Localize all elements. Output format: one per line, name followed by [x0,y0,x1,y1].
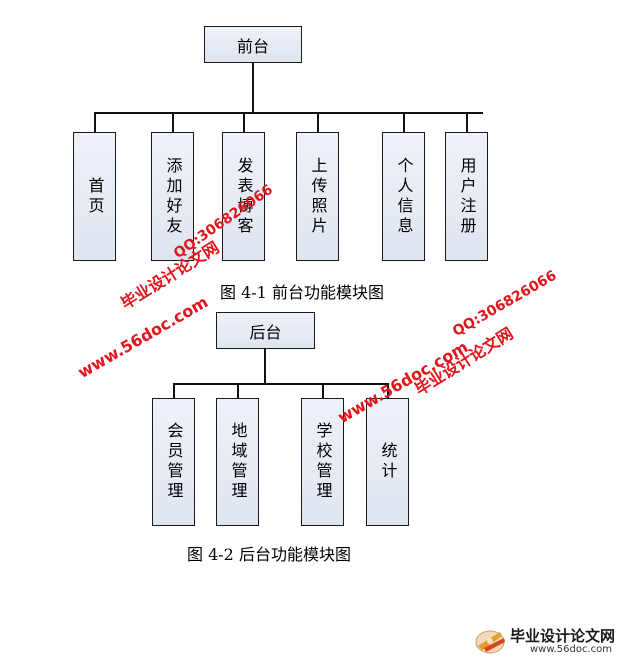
frontend-root-node: 前台 [204,26,302,63]
connector-line [387,383,389,399]
connector-line [317,112,319,132]
figure-caption-4-2: 图 4-2 后台功能模块图 [187,545,351,564]
connector-line [252,63,254,113]
backend-root-node: 后台 [216,312,315,349]
module-statistics-node: 统计 [366,398,409,526]
logo-icon [475,630,505,654]
module-region-mgmt-node: 地域管理 [216,398,259,526]
connector-line [237,383,239,399]
module-upload-photo-node: 上传照片 [296,132,339,261]
logo-title: 毕业设计论文网 [510,627,616,645]
logo-url: www.56doc.com [530,644,613,655]
connector-line [94,112,483,114]
watermark-url: www.56doc.com [74,292,212,382]
connector-line [94,112,96,132]
connector-line [172,112,174,132]
module-member-mgmt-node: 会员管理 [152,398,195,526]
connector-line [466,112,468,132]
connector-line [322,383,324,399]
module-user-register-node: 用户注册 [445,132,488,261]
connector-line [173,383,388,385]
connector-line [173,383,175,399]
module-school-mgmt-node: 学校管理 [301,398,344,526]
connector-line [264,349,266,384]
figure-caption-4-1: 图 4-1 前台功能模块图 [220,283,384,302]
module-post-blog-node: 发表博客 [222,132,265,261]
connector-line [403,112,405,132]
module-home-node: 首页 [73,132,116,261]
connector-line [243,112,245,132]
site-logo: 毕业设计论文网 www.56doc.com [470,625,635,657]
module-personal-info-node: 个人信息 [382,132,425,261]
module-add-friend-node: 添加好友 [151,132,194,261]
